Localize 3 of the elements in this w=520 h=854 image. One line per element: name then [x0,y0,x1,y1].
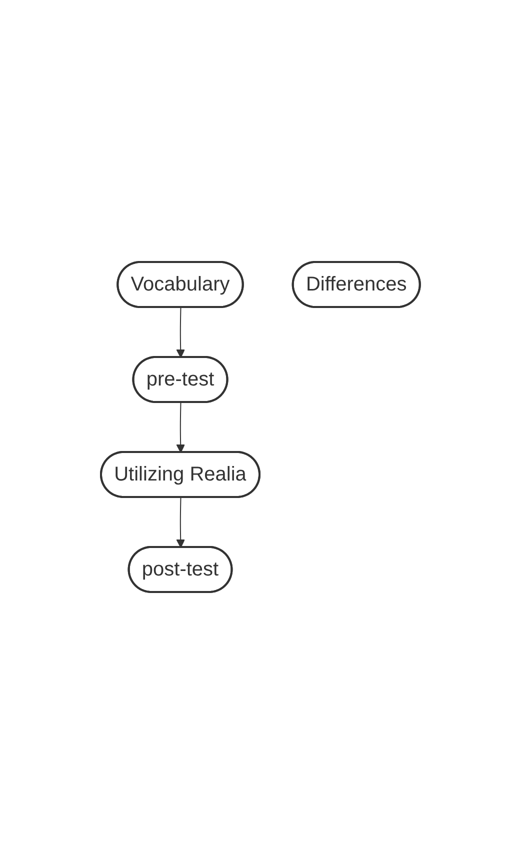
arrow [176,402,185,453]
arrow [176,497,185,548]
arrow [176,307,185,358]
